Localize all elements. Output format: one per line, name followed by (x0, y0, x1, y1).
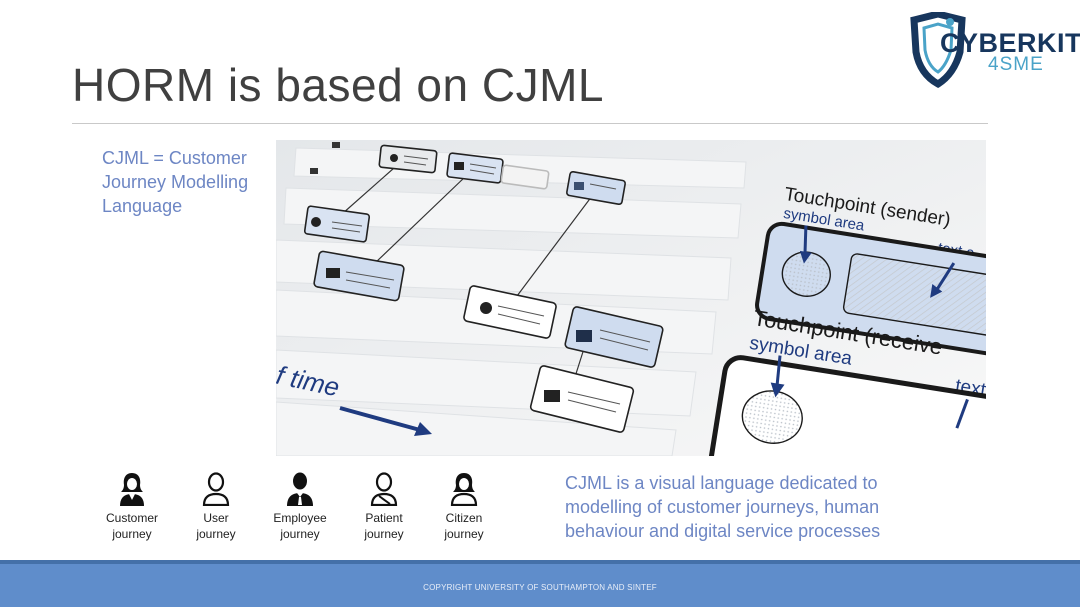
customer-person-icon (120, 473, 144, 506)
journey-types: Customer journey User journey Employee j… (96, 470, 506, 550)
logo-subtitle: 4SME (988, 54, 1044, 75)
journey-customer: Customer journey (96, 470, 168, 542)
journey-label: Citizen journey (444, 511, 484, 541)
footer-bar (0, 560, 1080, 607)
copyright-notice: COPYRIGHT UNIVERSITY OF SOUTHAMPTON AND … (423, 583, 657, 592)
journey-label: Customer journey (105, 511, 158, 541)
citizen-person-icon (450, 473, 478, 506)
employee-person-icon (287, 472, 313, 506)
journey-label: User journey (196, 511, 236, 541)
journey-user: User journey (180, 470, 252, 542)
journey-employee: Employee journey (264, 470, 336, 542)
slide-title: HORM is based on CJML (72, 59, 604, 111)
cjml-description: CJML is a visual language dedicated to m… (565, 473, 881, 541)
logo-wordmark: CYBERKIT (940, 28, 1080, 58)
journey-label: Employee journey (273, 511, 327, 541)
journey-label: Patient journey (364, 511, 404, 541)
journey-citizen: Citizen journey (428, 470, 500, 542)
cyberkit-logo: CYBERKIT 4SME (908, 12, 1080, 90)
cjml-diagram-photo: f time Touchpoint (sender) symbol area t… (276, 140, 986, 456)
journey-patient: Patient journey (348, 470, 420, 542)
patient-person-icon (370, 472, 398, 506)
shield-logo-icon (910, 12, 966, 89)
cjml-definition: CJML = Customer Journey Modelling Langua… (102, 148, 249, 216)
title-divider (72, 123, 988, 124)
cjml-diagram-illustration: f time Touchpoint (sender) symbol area t… (276, 140, 986, 456)
user-person-icon (202, 472, 230, 506)
footer-stripe (0, 560, 1080, 564)
